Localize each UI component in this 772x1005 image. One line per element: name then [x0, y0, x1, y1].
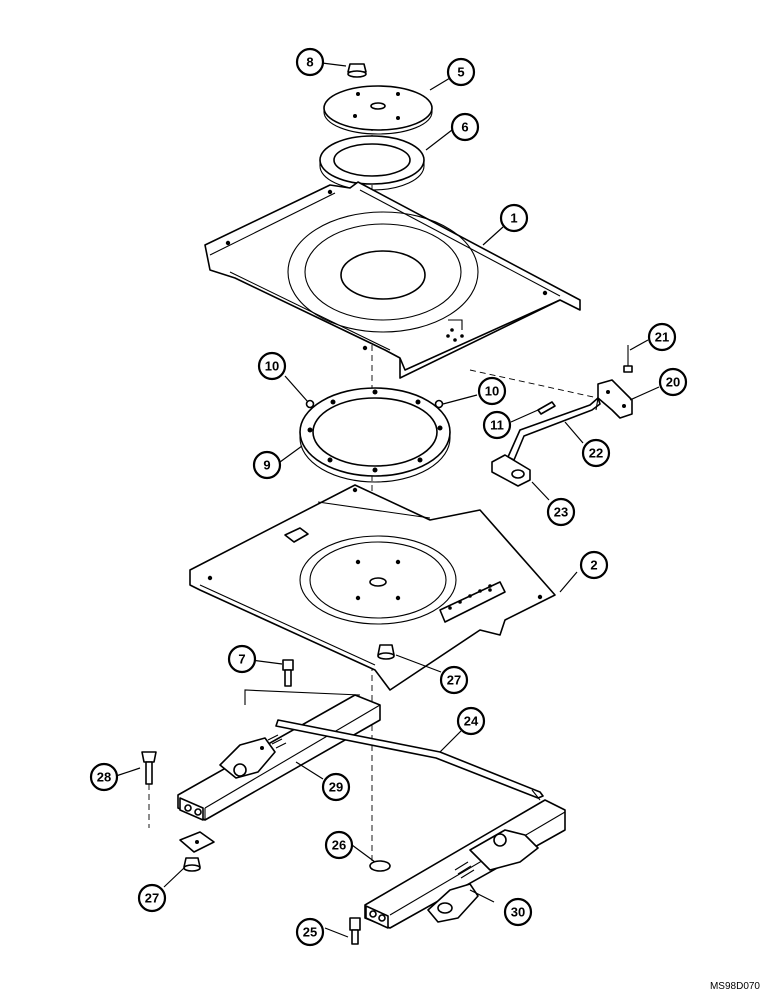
svg-text:5: 5 [457, 65, 464, 80]
callout-2: 2 [579, 550, 609, 580]
callout-10-left: 10 [257, 351, 287, 381]
callout-5: 5 [446, 57, 476, 87]
part-10-ball-right [434, 399, 444, 409]
svg-text:21: 21 [655, 330, 669, 345]
part-22-lever [469, 369, 601, 461]
part-29-left-rail [177, 689, 381, 821]
svg-text:10: 10 [265, 359, 279, 374]
svg-text:30: 30 [511, 905, 525, 920]
part-28-bolt [141, 751, 157, 828]
part-11-pin [537, 401, 556, 415]
svg-text:20: 20 [666, 375, 680, 390]
part-2-lower-plate [189, 484, 556, 691]
callout-1: 1 [499, 203, 529, 233]
callout-23: 23 [546, 497, 576, 527]
part-5-disc [323, 85, 433, 135]
part-27-nut-upper [377, 644, 395, 660]
callout-29: 29 [321, 772, 351, 802]
callout-20: 20 [658, 367, 688, 397]
callout-30: 30 [503, 897, 533, 927]
svg-text:29: 29 [329, 780, 343, 795]
svg-text:28: 28 [97, 770, 111, 785]
callout-28: 28 [89, 762, 119, 792]
svg-text:10: 10 [485, 384, 499, 399]
part-21-screw [623, 345, 633, 373]
svg-text:9: 9 [263, 458, 270, 473]
callout-11: 11 [482, 410, 512, 440]
figure-code: MS98D070 [709, 981, 760, 992]
svg-text:27: 27 [447, 673, 461, 688]
svg-text:27: 27 [145, 891, 159, 906]
callout-7: 7 [227, 644, 257, 674]
callout-27-lower: 27 [137, 883, 167, 913]
leader-lines [115, 62, 660, 938]
part-27-nut-lower [183, 857, 201, 872]
part-26-washer [369, 860, 391, 872]
svg-text:25: 25 [303, 925, 317, 940]
svg-text:2: 2 [590, 558, 597, 573]
part-1-upper-plate [204, 181, 581, 379]
callout-10-right: 10 [477, 376, 507, 406]
svg-text:23: 23 [554, 505, 568, 520]
part-20-bracket [597, 379, 633, 419]
svg-text:8: 8 [306, 55, 313, 70]
svg-text:11: 11 [490, 418, 504, 433]
callout-22: 22 [581, 438, 611, 468]
part-24-link-rod [275, 719, 544, 801]
callout-27-upper: 27 [439, 665, 469, 695]
svg-text:7: 7 [238, 652, 245, 667]
part-9-flat-ring [299, 387, 451, 483]
callout-8: 8 [295, 47, 325, 77]
svg-text:1: 1 [510, 211, 517, 226]
svg-text:26: 26 [332, 838, 346, 853]
part-10-ball-left [305, 399, 315, 409]
part-30-right-rail [364, 799, 566, 929]
svg-text:24: 24 [464, 714, 479, 729]
callout-24: 24 [456, 706, 486, 736]
part-25-bolt [349, 917, 361, 945]
callout-25: 25 [295, 917, 325, 947]
part-8-nut [347, 63, 367, 78]
svg-text:22: 22 [589, 446, 603, 461]
part-6-ring [319, 135, 425, 191]
left-rail-plate [179, 831, 215, 853]
callout-9: 9 [252, 450, 282, 480]
callout-21: 21 [647, 322, 677, 352]
callout-26: 26 [324, 830, 354, 860]
callout-6: 6 [450, 112, 480, 142]
part-23-handle [491, 454, 531, 487]
svg-text:6: 6 [461, 120, 468, 135]
part-7-bolt [282, 659, 294, 687]
